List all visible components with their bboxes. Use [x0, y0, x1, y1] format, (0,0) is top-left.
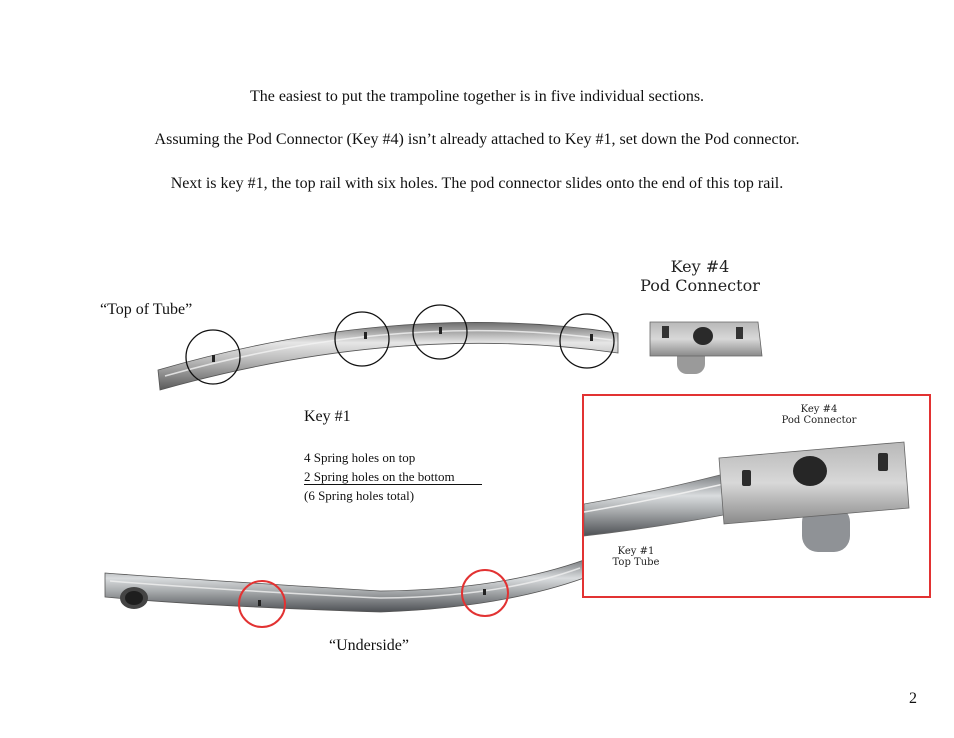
inset-pod-name: Pod Connector — [781, 415, 857, 426]
inset-pod-label: Key #4 Pod Connector — [764, 404, 874, 426]
inset-pod-key: Key #4 — [800, 404, 838, 415]
key1-note-bottom-holes: 2 Spring holes on the bottom — [304, 469, 455, 484]
key1-note-total-holes: (6 Spring holes total) — [304, 488, 415, 503]
key1-note-underline — [304, 484, 482, 485]
page-number: 2 — [909, 690, 917, 707]
pod-connector-paragraph: Assuming the Pod Connector (Key #4) isn’… — [154, 131, 800, 148]
top-hole-markers — [185, 304, 615, 385]
pod-connector-name: Pod Connector — [640, 276, 760, 295]
pod-connector-image — [649, 321, 763, 374]
key1-paragraph: Next is key #1, the top rail with six ho… — [170, 175, 784, 192]
inset-drawing — [584, 441, 910, 552]
inset-tube-key: Key #1 — [617, 546, 655, 557]
key1-note-top-holes: 4 Spring holes on top — [304, 450, 416, 465]
key1-title: Key #1 — [304, 408, 351, 425]
intro-paragraph: The easiest to put the trampoline togeth… — [249, 88, 705, 105]
pod-connector-label: Key #4 Pod Connector — [620, 257, 780, 295]
bottom-tube-image — [104, 559, 585, 613]
underside-hole-markers — [238, 569, 509, 628]
underside-caption: “Underside” — [329, 637, 409, 654]
top-of-tube-caption: “Top of Tube” — [100, 301, 193, 318]
top-tube-image — [157, 322, 619, 391]
inset-closeup: Key #4 Pod Connector Key #1 Top Tube — [582, 394, 931, 598]
inset-tube-label: Key #1 Top Tube — [606, 546, 666, 568]
pod-connector-key: Key #4 — [670, 257, 730, 276]
inset-tube-name: Top Tube — [612, 557, 660, 568]
